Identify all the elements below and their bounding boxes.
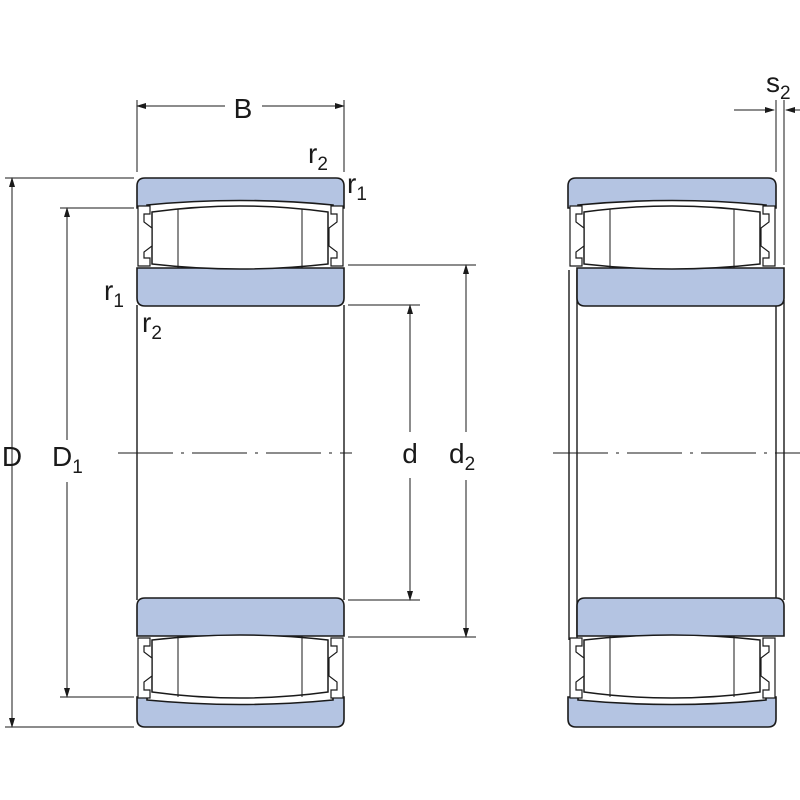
label-s2: s2 [766, 67, 791, 104]
displaced-roller-bottom [583, 634, 761, 699]
roller-top [151, 205, 329, 270]
label-b: B [234, 93, 253, 124]
left-view: B D D1 d d2 r2 r1 r1 r2 [2, 93, 476, 728]
inner-ring-top [136, 267, 345, 307]
outer-ring-bottom [136, 696, 345, 728]
cage-right-top [328, 205, 344, 267]
cage-left-bottom [137, 637, 153, 699]
right-view: s2 [553, 67, 800, 728]
label-r2-bottom: r2 [142, 307, 162, 344]
label-r2-top: r2 [308, 138, 328, 175]
displaced-cage-left-top [569, 205, 585, 267]
displaced-roller-top [583, 205, 761, 270]
displaced-outer-ring-top [567, 177, 777, 209]
inner-ring-bottom [136, 597, 345, 637]
displaced-outer-ring-bottom [567, 696, 777, 728]
roller-bottom [151, 634, 329, 699]
cage-right-bottom [328, 637, 344, 699]
displaced-cage-right-bottom [760, 637, 776, 699]
displaced-cage-left-bottom [569, 637, 585, 699]
label-outer-diameter: D [2, 441, 22, 472]
cage-left-top [137, 205, 153, 267]
top-section [136, 177, 345, 307]
displaced-cage-right-top [760, 205, 776, 267]
label-raceway-diameter: D1 [52, 441, 83, 478]
label-r1-top: r1 [347, 168, 367, 205]
outer-ring-top [136, 177, 345, 209]
displaced-inner-ring-top [576, 267, 785, 307]
label-inner-ring-diameter: d2 [449, 438, 475, 475]
displaced-inner-ring-bottom [576, 597, 785, 637]
label-r1-bottom: r1 [104, 275, 124, 312]
label-bore-diameter: d [402, 438, 418, 469]
bottom-section [136, 597, 345, 728]
